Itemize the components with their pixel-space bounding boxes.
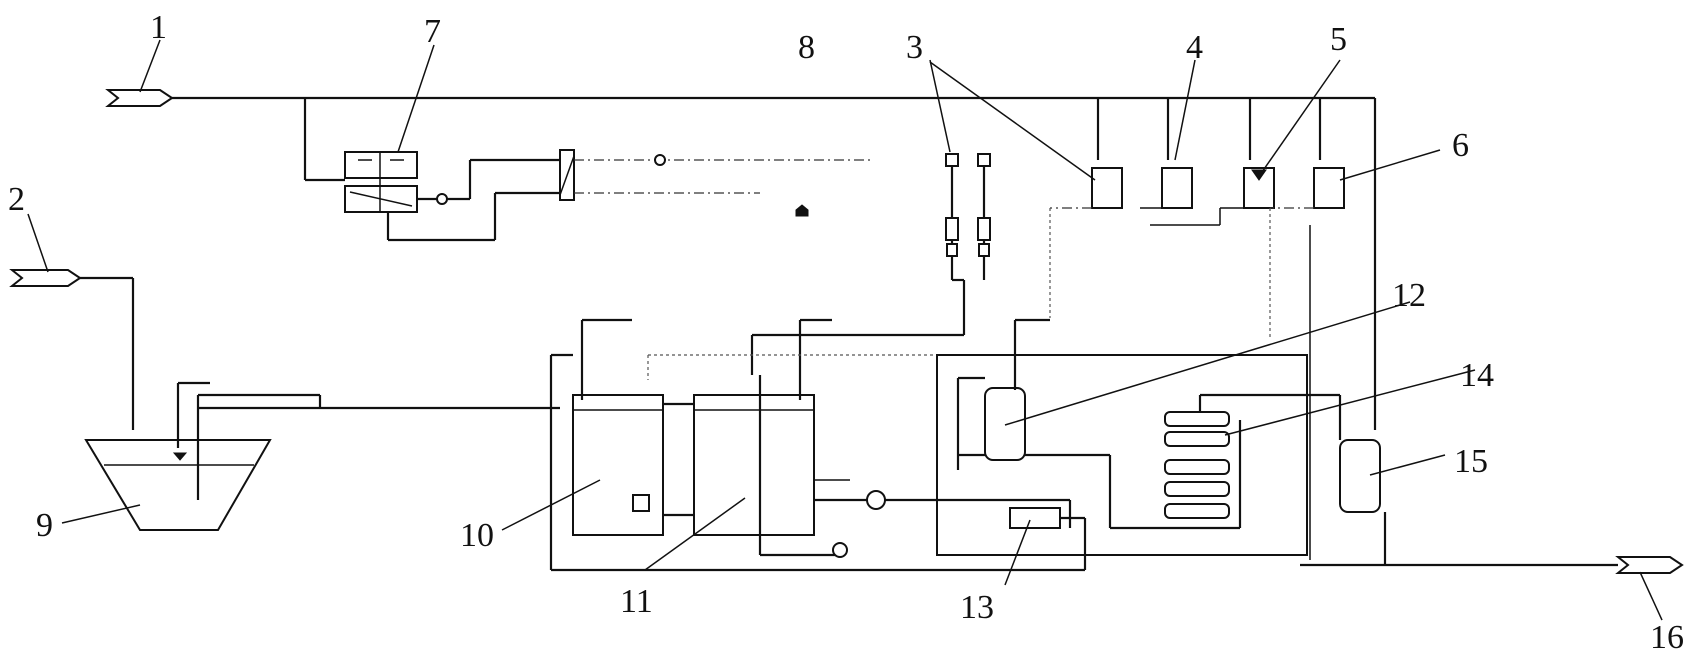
label-13: 13 xyxy=(960,589,994,626)
inlet-2-arrow xyxy=(9,269,135,430)
label-11: 11 xyxy=(620,583,653,620)
label-4: 4 xyxy=(1186,29,1203,66)
unit-15-tank xyxy=(1300,395,1618,567)
label-7: 7 xyxy=(424,13,441,50)
label-14: 14 xyxy=(1460,357,1494,394)
tank-5 xyxy=(1150,97,1295,226)
callout-labels: 1 2 3 4 5 6 7 8 9 10 11 12 13 14 15 16 xyxy=(8,9,1684,656)
label-16: 16 xyxy=(1650,619,1684,656)
unit-8-columns xyxy=(750,153,991,375)
unit-13-module xyxy=(1009,507,1087,570)
label-3: 3 xyxy=(906,29,923,66)
unit-7-exchanger xyxy=(344,149,870,242)
unit-11-tank xyxy=(551,318,1085,572)
label-6: 6 xyxy=(1452,127,1469,164)
unit-12-vessel xyxy=(956,318,1112,528)
label-10: 10 xyxy=(460,517,494,554)
label-9: 9 xyxy=(36,507,53,544)
outlet-16-arrow xyxy=(1615,556,1684,574)
label-2: 2 xyxy=(8,181,25,218)
unit-10-tank xyxy=(549,318,664,570)
unit-14-membranes xyxy=(1068,393,1340,530)
skid-enclosure xyxy=(936,354,1308,556)
leader-lines xyxy=(27,39,1663,621)
tank-3 xyxy=(1049,98,1123,318)
tank-6 xyxy=(1269,98,1345,560)
dashed-control-line xyxy=(647,354,1050,380)
label-15: 15 xyxy=(1454,443,1488,480)
tank-4 xyxy=(1140,98,1193,209)
unit-9-basin xyxy=(84,381,560,531)
label-8: 8 xyxy=(798,29,815,66)
main-supply-line xyxy=(170,96,1377,430)
label-1: 1 xyxy=(150,9,167,46)
label-12: 12 xyxy=(1392,277,1426,314)
label-5: 5 xyxy=(1330,21,1347,58)
inlet-1-arrow xyxy=(105,89,174,107)
